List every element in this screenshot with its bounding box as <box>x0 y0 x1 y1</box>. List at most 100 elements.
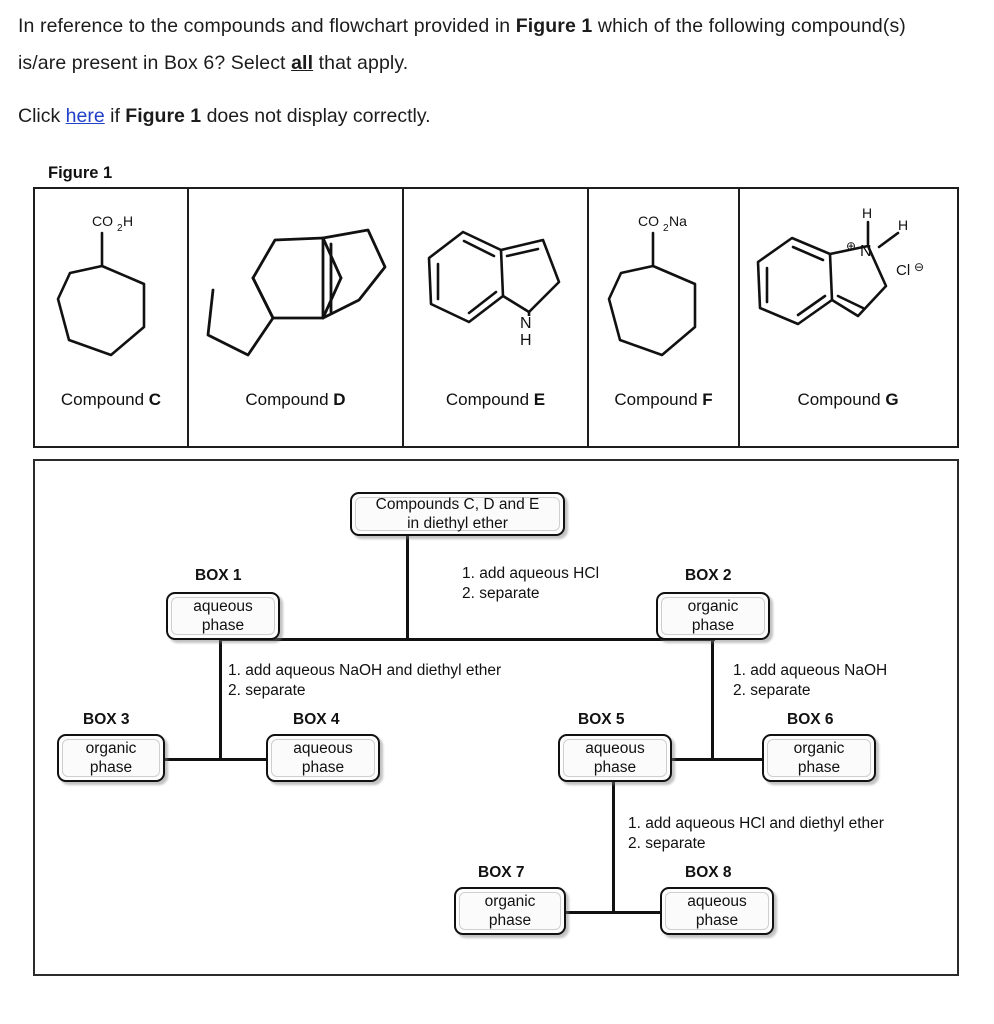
box-title-8: BOX 8 <box>685 864 732 881</box>
svg-text:H: H <box>520 332 532 349</box>
connector-box2-down <box>711 638 714 760</box>
box-node-1-inner: aqueous phase <box>171 597 275 635</box>
start-node-inner: Compounds C, D and E in diethyl ether <box>355 496 560 532</box>
box-title-4: BOX 4 <box>293 711 340 728</box>
compound-label-prefix-d: Compound <box>245 390 334 409</box>
figure-ref-2: Figure 1 <box>125 105 202 127</box>
question-text: In reference to the compounds and flowch… <box>18 8 938 135</box>
connector-box1-down <box>219 638 222 760</box>
step-label-naoh: 1. add aqueous NaOH 2. separate <box>733 661 887 701</box>
box2-line2: phase <box>691 617 735 634</box>
compound-cell-c: CO 2 H Compound C <box>35 189 189 446</box>
box5-line2: phase <box>593 759 637 776</box>
cycloheptanecarboxylic-acid-drawing: CO 2 H <box>56 213 146 357</box>
box-node-5[interactable]: aqueous phase <box>558 734 672 782</box>
connector-start-down <box>406 533 409 640</box>
box-node-7-inner: organic phase <box>459 892 561 930</box>
compound-label-prefix-f: Compound <box>614 390 703 409</box>
compound-letter-c: C <box>148 390 162 409</box>
box6-line1: organic <box>793 740 845 757</box>
compound-cell-e: N H Compound E <box>404 189 589 446</box>
step-naoh-line2: 2. separate <box>733 682 811 699</box>
box-node-8-inner: aqueous phase <box>665 892 769 930</box>
svg-text:Na: Na <box>669 213 687 229</box>
svg-text:H: H <box>898 217 908 233</box>
step-hcl-ether-line1: 1. add aqueous HCl and diethyl ether <box>628 815 884 832</box>
indole-drawing: N H <box>427 230 560 349</box>
step-label-hcl: 1. add aqueous HCl 2. separate <box>462 564 599 604</box>
question-emphasis-all: all <box>291 52 314 74</box>
compound-letter-g: G <box>885 390 899 409</box>
start-node-line2: in diethyl ether <box>407 515 508 532</box>
question-part-e: that apply. <box>313 52 409 74</box>
compound-letter-d: D <box>333 390 346 409</box>
step-hcl-line2: 2. separate <box>462 585 540 602</box>
svg-text:H: H <box>123 213 133 229</box>
compound-label-f: Compound F <box>614 390 712 446</box>
figure-fallback-line: Click here if Figure 1 does not display … <box>18 98 938 135</box>
indolium-chloride-drawing: N H H ⊕ Cl ⊖ <box>756 205 924 326</box>
step-label-hcl-ether: 1. add aqueous HCl and diethyl ether 2. … <box>628 814 884 854</box>
box-node-8[interactable]: aqueous phase <box>660 887 774 935</box>
here-link[interactable]: here <box>65 105 105 127</box>
structure-compound-d <box>189 189 402 390</box>
box2-line1: organic <box>687 598 739 615</box>
connector-box5-down <box>612 758 615 913</box>
compound-label-prefix-e: Compound <box>445 390 534 409</box>
box-node-2[interactable]: organic phase <box>656 592 770 640</box>
box-title-7: BOX 7 <box>478 864 525 881</box>
step-hcl-ether-line2: 2. separate <box>628 835 706 852</box>
start-node-line1: Compounds C, D and E <box>375 496 540 513</box>
box-node-4[interactable]: aqueous phase <box>266 734 380 782</box>
svg-text:⊖: ⊖ <box>914 260 924 274</box>
svg-text:CO: CO <box>638 213 659 229</box>
svg-text:⊕: ⊕ <box>846 239 856 253</box>
question-line-1: In reference to the compounds and flowch… <box>18 8 938 82</box>
box-node-7[interactable]: organic phase <box>454 887 566 935</box>
flowchart-panel: Compounds C, D and E in diethyl ether 1.… <box>33 459 959 976</box>
box3-line1: organic <box>85 740 137 757</box>
step-label-naoh-ether: 1. add aqueous NaOH and diethyl ether 2.… <box>228 661 501 701</box>
connector-box7-box8 <box>545 911 703 914</box>
box-node-3[interactable]: organic phase <box>57 734 165 782</box>
svg-text:Cl: Cl <box>896 262 910 279</box>
tricyclic-alkene-drawing <box>206 228 387 357</box>
box-title-5: BOX 5 <box>578 711 625 728</box>
box3-line2: phase <box>89 759 133 776</box>
compound-letter-f: F <box>702 390 713 409</box>
structure-compound-e: N H <box>404 189 587 390</box>
compounds-panel: CO 2 H Compound C <box>33 187 959 448</box>
compound-label-g: Compound G <box>797 390 898 446</box>
compound-cell-f: CO 2 Na Compound F <box>589 189 740 446</box>
start-node[interactable]: Compounds C, D and E in diethyl ether <box>350 492 565 536</box>
box-node-5-inner: aqueous phase <box>563 739 667 777</box>
compound-label-c: Compound C <box>61 390 161 446</box>
compound-label-e: Compound E <box>446 390 545 446</box>
structure-compound-f: CO 2 Na <box>589 189 738 390</box>
compound-label-d: Compound D <box>245 390 345 446</box>
step-naoh-ether-line2: 2. separate <box>228 682 306 699</box>
box-title-6: BOX 6 <box>787 711 834 728</box>
svg-text:CO: CO <box>92 213 113 229</box>
step-hcl-line1: 1. add aqueous HCl <box>462 565 600 582</box>
connector-box3-box4 <box>153 758 313 761</box>
box4-line2: phase <box>301 759 345 776</box>
svg-text:N: N <box>860 243 872 260</box>
structure-compound-g: N H H ⊕ Cl ⊖ <box>740 189 956 390</box>
box-node-6[interactable]: organic phase <box>762 734 876 782</box>
connector-box1-box2 <box>220 638 715 641</box>
compound-letter-e: E <box>533 390 546 409</box>
svg-text:2: 2 <box>663 223 669 234</box>
box-title-2: BOX 2 <box>685 567 732 584</box>
svg-text:N: N <box>520 315 532 332</box>
box-node-3-inner: organic phase <box>62 739 160 777</box>
box-title-3: BOX 3 <box>83 711 130 728</box>
click-suffix: does not display correctly. <box>201 105 431 127</box>
svg-text:2: 2 <box>117 223 123 234</box>
box-node-1[interactable]: aqueous phase <box>166 592 280 640</box>
compound-cell-d: Compound D <box>189 189 404 446</box>
box-node-2-inner: organic phase <box>661 597 765 635</box>
figure-ref-1: Figure 1 <box>515 15 593 37</box>
question-part-a: In reference to the compounds and flowch… <box>18 15 516 37</box>
sodium-cycloheptanecarboxylate-drawing: CO 2 Na <box>607 213 696 357</box>
